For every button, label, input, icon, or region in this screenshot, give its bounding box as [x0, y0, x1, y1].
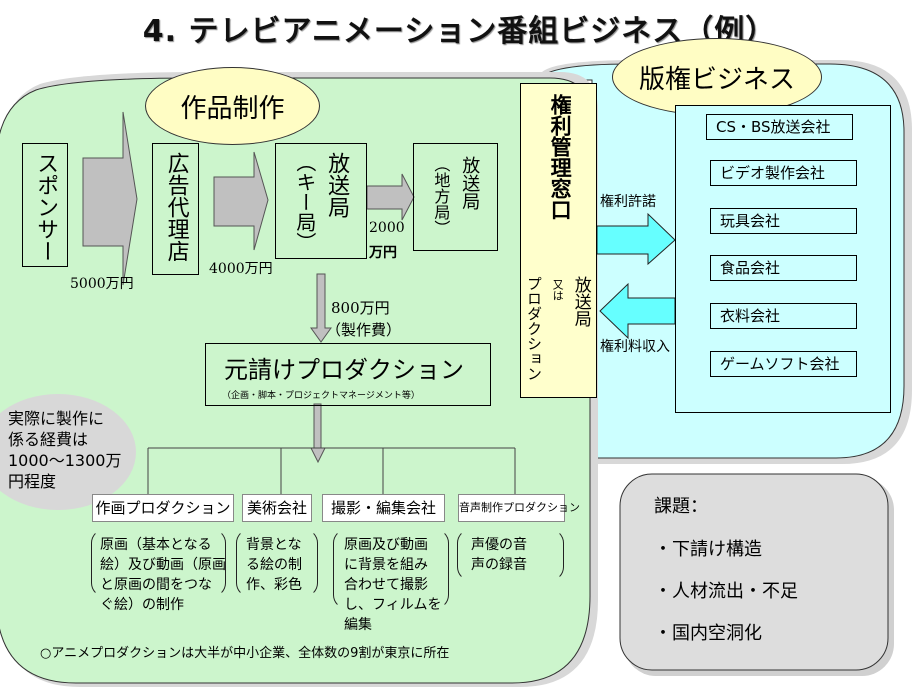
issue-item: ・下請け構造	[654, 539, 762, 560]
actual-cost-ellipse	[0, 394, 136, 510]
key-station-label: 放送局	[324, 152, 350, 218]
rights-holder-main: 放送局	[570, 276, 591, 327]
revenue-label: 権利料収入	[600, 339, 670, 355]
rights-holder-alt: プロダクション	[525, 276, 543, 381]
arrow-agency-to-key-station	[213, 151, 269, 251]
subcontractor-desc: 原画（基本となる 絵）及び動画（原画 と原画の間をつな ぐ絵）の制作	[100, 537, 226, 613]
subcontractor-name: 撮影・編集会社	[322, 494, 445, 522]
amount-production-fee-note: （製作費）	[326, 321, 402, 339]
section-production-label: 作品制作	[180, 93, 285, 124]
rights-window-box: 権利管理窓口 放送局 又は プロダクション	[520, 83, 597, 398]
subcontractor-desc: 原画及び動画 に背景を組み 合わせて撮影 し、フィルムを 編集	[344, 537, 442, 633]
desc-bracket	[457, 529, 564, 581]
section-production-oval: 作品制作	[145, 67, 320, 145]
amount-key-to-local-unit: 万円	[369, 245, 397, 261]
desc-bracket	[91, 529, 226, 597]
prime-production-note: （企画・脚本・プロジェクトマネージメント等）	[222, 391, 420, 401]
amount-agency-to-key: 4000万円	[209, 261, 273, 277]
arrow-license	[596, 212, 676, 266]
local-station-label: 放送局	[459, 156, 481, 210]
key-station-box: 放送局 （キー局）	[275, 143, 367, 259]
actual-cost-note: 実際に製作に 係る経費は 1000〜1300万 円程度	[8, 409, 122, 491]
arrow-production-fee	[310, 273, 332, 343]
licensee-item: 玩具会社	[710, 208, 857, 234]
licensee-item: 食品会社	[710, 255, 857, 281]
licensee-item: CS・BS放送会社	[706, 114, 853, 140]
amount-production-fee: 800万円	[331, 299, 390, 317]
subcontractor-name: 美術会社	[242, 494, 312, 522]
amount-sponsor-to-agency: 5000万円	[70, 276, 134, 292]
subcontractor-name: 作画プロダクション	[92, 494, 234, 522]
key-station-sub: （キー局）	[292, 152, 317, 252]
desc-bracket	[333, 529, 449, 609]
issues-heading: 課題：	[654, 496, 708, 517]
license-label: 権利許諾	[600, 194, 656, 210]
subcontractor-desc: 背景とな る絵の制 作、彩色	[246, 537, 302, 593]
arrow-revenue	[599, 282, 676, 340]
prime-production-name: 元請けプロダクション	[224, 356, 464, 384]
sponsor-box: スポンサー	[22, 143, 68, 267]
subcontractor-desc: 声優の音 声の録音	[471, 537, 527, 573]
arrow-key-to-local	[366, 173, 415, 221]
amount-key-to-local-num: 2000	[369, 220, 405, 236]
issue-item: ・国内空洞化	[654, 623, 762, 644]
prime-production-box: 元請けプロダクション （企画・脚本・プロジェクトマネージメント等）	[205, 343, 491, 406]
rights-window-title: 権利管理窓口	[548, 94, 573, 220]
desc-bracket	[236, 529, 318, 597]
issues-box	[619, 473, 889, 671]
footnote: ○アニメプロダクションは大半が中小企業、全体数の9割が東京に所在	[40, 646, 450, 661]
section-copyright-label: 版権ビジネス	[638, 64, 795, 95]
section-copyright-oval: 版権ビジネス	[612, 38, 822, 116]
ad-agency-label: 広告代理店	[163, 152, 189, 262]
licensee-item: ゲームソフト会社	[710, 351, 857, 377]
licensee-item: ビデオ製作会社	[710, 160, 857, 186]
issue-item: ・人材流出・不足	[654, 581, 798, 602]
subcontractor-name: 音声制作プロダクション	[458, 494, 580, 522]
subcontractor-tree	[147, 447, 516, 494]
local-station-box: 放送局 （地方局）	[413, 143, 498, 251]
arrow-sponsor-to-agency	[82, 111, 138, 286]
ad-agency-box: 広告代理店	[152, 143, 199, 275]
local-station-sub: （地方局）	[431, 156, 451, 236]
licensee-item: 衣料会社	[710, 303, 857, 329]
sponsor-label: スポンサー	[33, 152, 59, 262]
rights-holder-or: 又は	[551, 279, 565, 301]
